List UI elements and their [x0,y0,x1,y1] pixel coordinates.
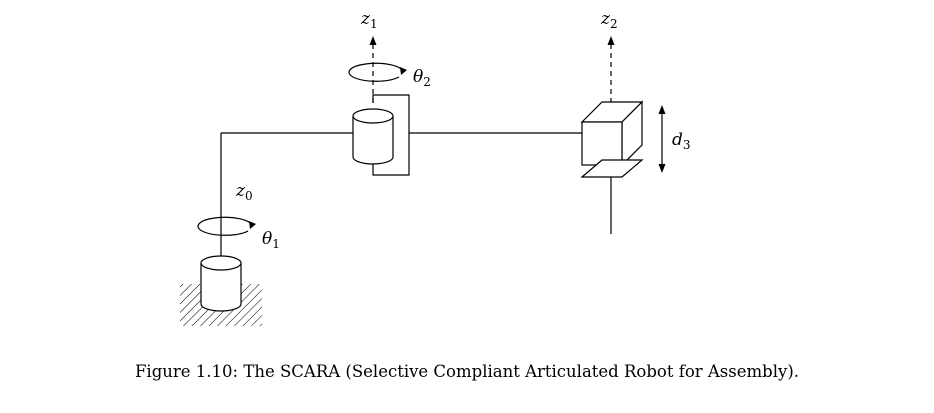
base-joint-cylinder [200,255,242,312]
theta1-rotation-arrow [197,216,256,236]
prismatic-plate [580,159,644,178]
d3-double-arrow [658,105,666,173]
z1-axis [369,36,377,103]
z2-axis [607,36,615,103]
theta2-label: θ2 [413,67,431,89]
figure-caption: Figure 1.10: The SCARA (Selective Compli… [134,362,799,381]
z1-label: z1 [360,9,378,31]
prismatic-joint-cube [580,100,644,167]
theta2-rotation-arrow [348,62,407,82]
d3-label: d3 [672,130,691,152]
z2-label: z2 [600,9,618,31]
joint-2 [352,94,410,176]
theta1-label: θ1 [262,229,280,251]
z0-label: z0 [235,181,253,203]
